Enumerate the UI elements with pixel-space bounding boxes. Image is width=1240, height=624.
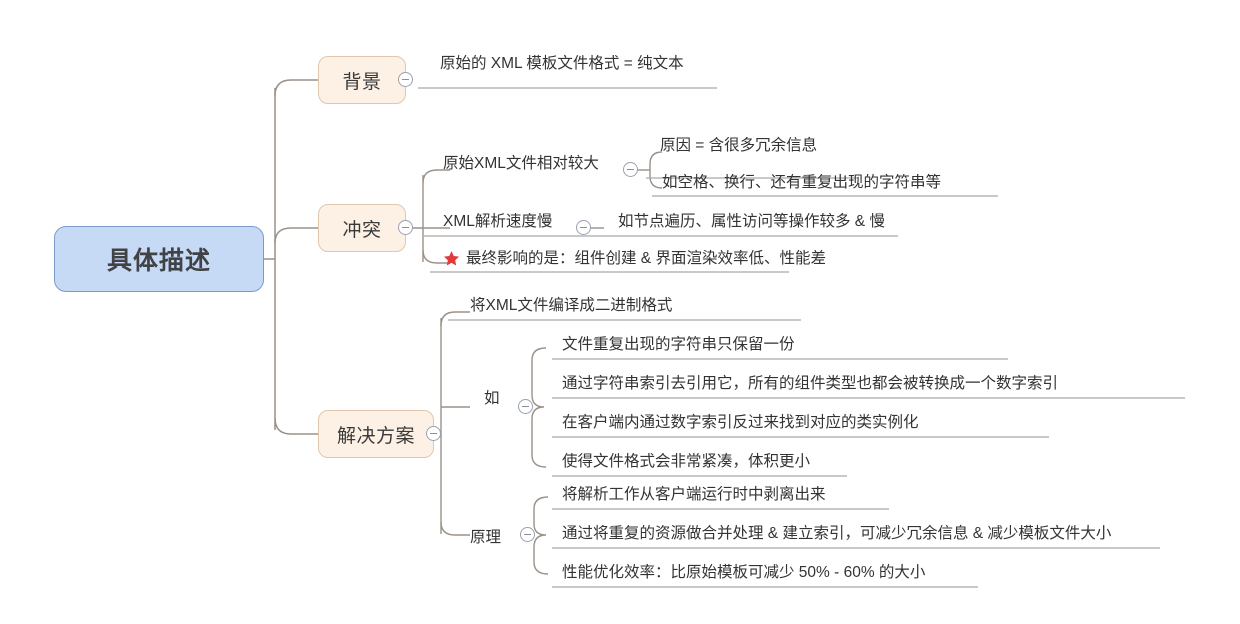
leaf-text: 如节点遍历、属性访问等操作较多 & 慢	[618, 213, 885, 230]
leaf-text: 原理	[470, 529, 502, 546]
leaf-group-label-ru[interactable]: 如	[484, 386, 500, 408]
collapse-toggle-icon-solution[interactable]	[426, 426, 441, 441]
leaf-text: 最终影响的是：组件创建 & 界面渲染效率低、性能差	[466, 249, 826, 267]
collapse-toggle-icon-ru[interactable]	[518, 399, 533, 414]
leaf-item[interactable]: 原因 = 含很多冗余信息	[660, 138, 817, 154]
leaf-text: 性能优化效率：比原始模板可减少 50% - 60% 的大小	[562, 564, 926, 581]
leaf-item[interactable]: 将XML文件编译成二进制格式	[470, 298, 672, 314]
collapse-toggle-icon-conflict[interactable]	[398, 220, 413, 235]
leaf-text: 文件重复出现的字符串只保留一份	[562, 336, 795, 353]
collapse-toggle-icon-principle[interactable]	[520, 527, 535, 542]
leaf-text: 将XML文件编译成二进制格式	[470, 297, 673, 314]
leaf-text: 通过字符串索引去引用它，所有的组件类型也都会被转换成一个数字索引	[562, 375, 1059, 392]
leaf-item[interactable]: 通过将重复的资源做合并处理 & 建立索引，可减少冗余信息 & 减少模板文件大小	[562, 526, 1111, 542]
leaf-item[interactable]: 文件重复出现的字符串只保留一份	[562, 337, 795, 353]
leaf-item[interactable]: 原始XML文件相对较大	[443, 156, 599, 172]
branch-node-conflict[interactable]: 冲突	[318, 204, 406, 252]
leaf-item[interactable]: 性能优化效率：比原始模板可减少 50% - 60% 的大小	[562, 565, 925, 581]
branch-node-solution[interactable]: 解决方案	[318, 410, 434, 458]
branch-node-background[interactable]: 背景	[318, 56, 406, 104]
leaf-text: 原始的 XML 模板文件格式 = 纯文本	[440, 55, 684, 72]
leaf-text: 通过将重复的资源做合并处理 & 建立索引，可减少冗余信息 & 减少模板文件大小	[562, 525, 1112, 542]
root-node[interactable]: 具体描述	[54, 226, 264, 292]
leaf-item-impact[interactable]: 最终影响的是：组件创建 & 界面渲染效率低、性能差	[443, 250, 826, 267]
leaf-item[interactable]: 通过字符串索引去引用它，所有的组件类型也都会被转换成一个数字索引	[562, 376, 1058, 392]
branch-node-label: 背景	[342, 71, 382, 93]
leaf-text: 如	[484, 390, 500, 407]
leaf-text: XML解析速度慢	[443, 213, 553, 230]
root-node-label: 具体描述	[106, 247, 211, 275]
leaf-text: 将解析工作从客户端运行时中剥离出来	[562, 486, 826, 503]
leaf-text: 使得文件格式会非常紧凑，体积更小	[562, 453, 811, 470]
branch-node-label: 冲突	[342, 219, 382, 241]
red-star-icon	[443, 250, 460, 267]
leaf-item[interactable]: XML解析速度慢	[443, 214, 552, 230]
leaf-text: 原始XML文件相对较大	[443, 155, 599, 172]
leaf-item[interactable]: 将解析工作从客户端运行时中剥离出来	[562, 487, 826, 503]
leaf-text: 如空格、换行、还有重复出现的字符串等	[662, 174, 942, 191]
branch-node-label: 解决方案	[336, 425, 415, 447]
collapse-toggle-icon-xml-size[interactable]	[623, 162, 638, 177]
collapse-toggle-icon-parse-speed[interactable]	[576, 220, 591, 235]
leaf-text: 原因 = 含很多冗余信息	[660, 137, 818, 154]
leaf-item[interactable]: 使得文件格式会非常紧凑，体积更小	[562, 454, 810, 470]
leaf-group-label-principle[interactable]: 原理	[470, 525, 501, 547]
leaf-item[interactable]: 原始的 XML 模板文件格式 = 纯文本	[440, 56, 684, 72]
collapse-toggle-icon-background[interactable]	[398, 72, 413, 87]
leaf-item[interactable]: 如节点遍历、属性访问等操作较多 & 慢	[618, 214, 885, 230]
leaf-item[interactable]: 在客户端内通过数字索引反过来找到对应的类实例化	[562, 415, 919, 431]
leaf-text: 在客户端内通过数字索引反过来找到对应的类实例化	[562, 414, 919, 431]
leaf-item[interactable]: 如空格、换行、还有重复出现的字符串等	[662, 175, 941, 191]
